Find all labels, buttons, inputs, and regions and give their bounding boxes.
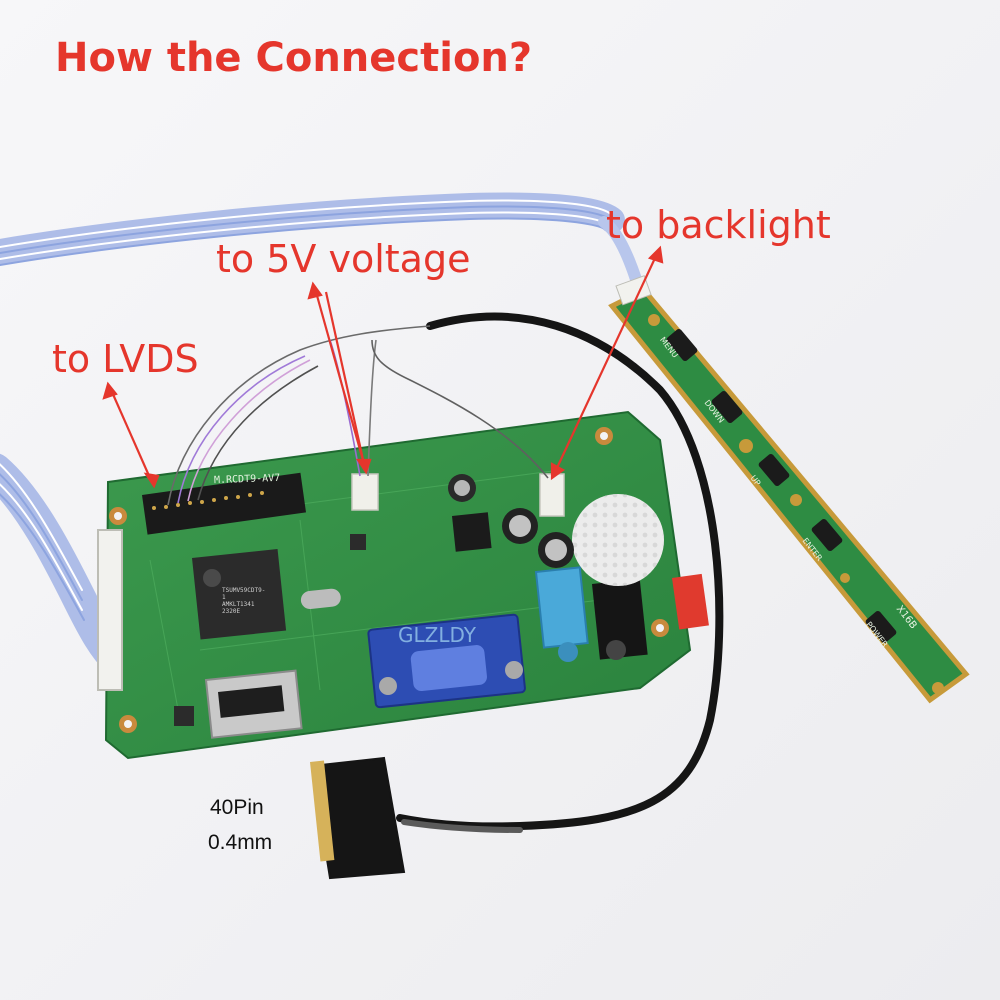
thin-signal-wires (167, 325, 549, 506)
annotation-backlight: to backlight (606, 203, 831, 247)
main-controller-pcb (97, 410, 709, 760)
annotation-lvds: to LVDS (52, 337, 199, 381)
chip-marking: TSUMV59CDT9-1 AMKLT1341 2320E (222, 587, 266, 615)
brand-watermark: GLZLDY (398, 623, 477, 647)
lvds-40pin-cable (310, 312, 724, 880)
annotation-arrows (102, 245, 664, 489)
keypad-board (608, 275, 970, 704)
cable-pitch-label: 0.4mm (208, 831, 273, 854)
chip-marking-line: 2320E (222, 608, 241, 615)
page-title: How the Connection? (55, 35, 533, 81)
chip-marking-line: AMKLT1341 (222, 601, 255, 608)
chip-marking-line: TSUMV59CDT9-1 (222, 587, 266, 601)
annotation-5v-voltage: to 5V voltage (216, 237, 471, 281)
board-model-label: M.RCDT9-AV7 (213, 472, 281, 487)
cable-pin-count-label: 40Pin (210, 796, 264, 819)
